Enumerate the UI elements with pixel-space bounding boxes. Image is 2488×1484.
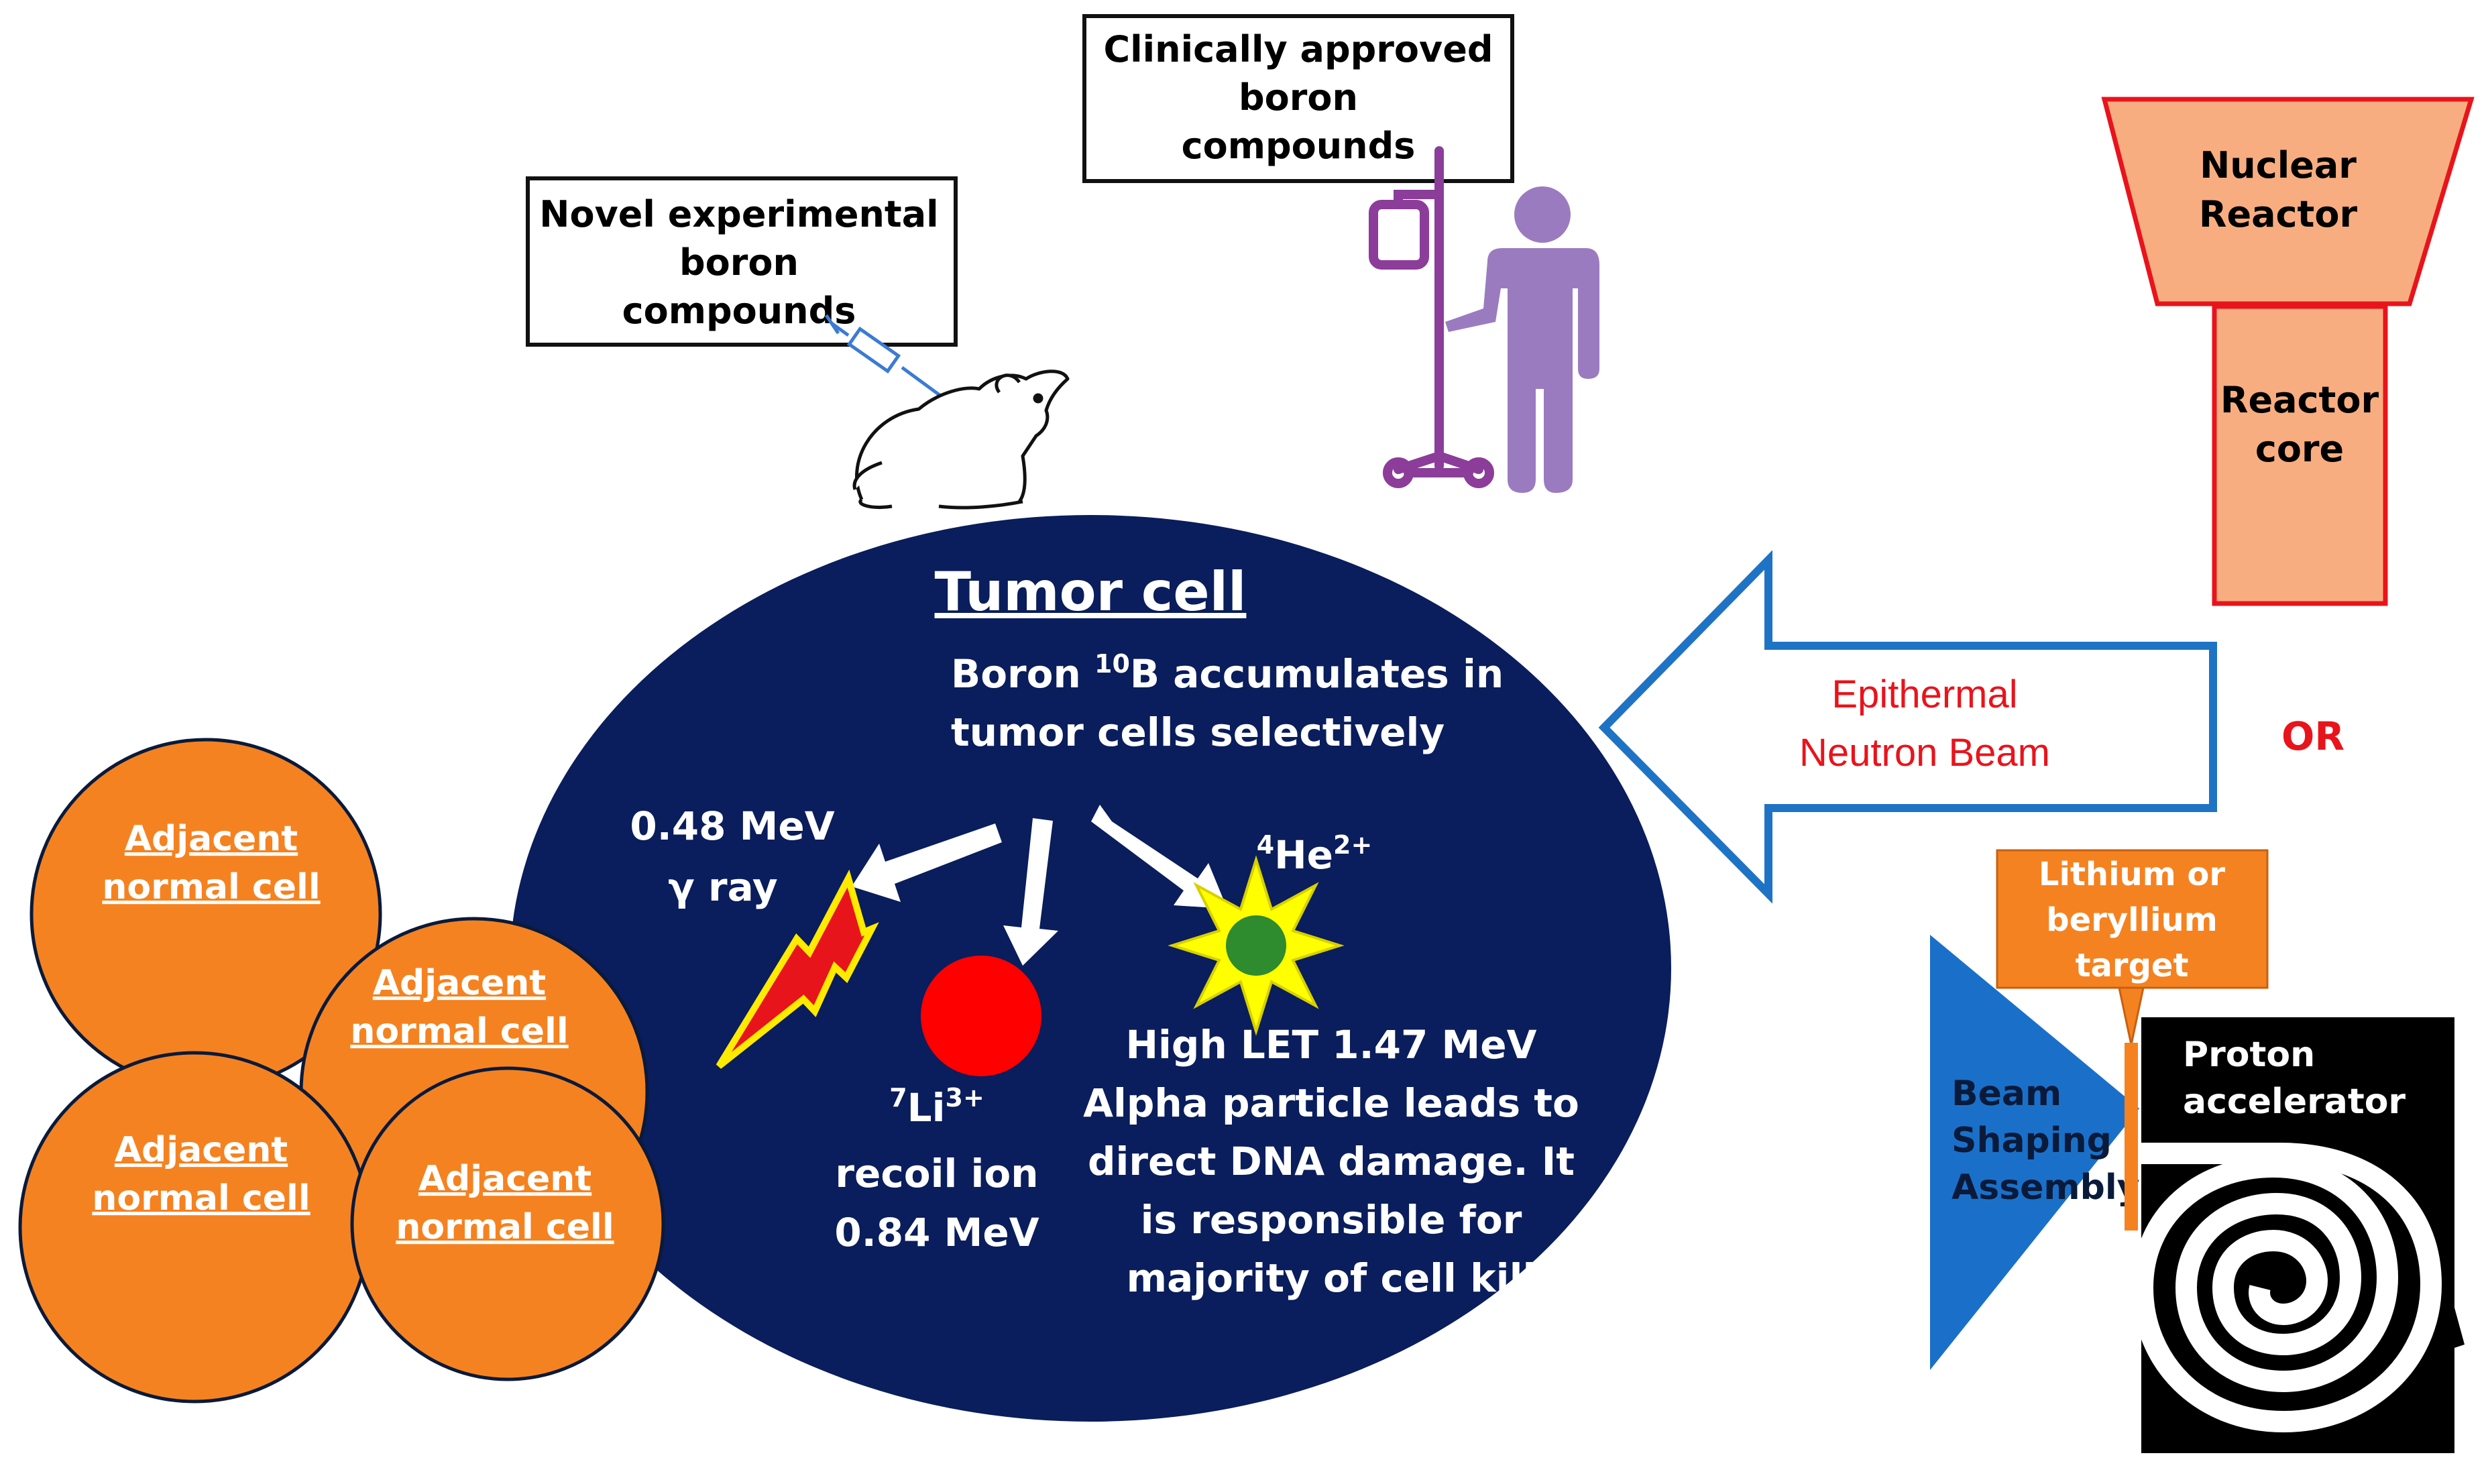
svg-text:Adjacent: Adjacent [125,819,298,859]
tumor-line-1: Boron 10B accumulates in [951,649,1504,697]
reactor-top-line-1: Nuclear [2200,144,2357,186]
svg-text:Adjacent: Adjacent [373,963,546,1003]
lithium-line-2: recoil ion [835,1151,1038,1196]
clinical-line-1: Clinically approved [1103,28,1493,70]
svg-text:target: target [2076,947,2189,984]
iv-pole-icon [1369,146,1494,488]
tumor-cell: Tumor cell Boron 10B accumulates in tumo… [510,515,1671,1422]
alpha-description: High LET 1.47 MeV Alpha particle leads t… [1083,1022,1579,1301]
normal-cell-1: Adjacent normal cell [30,738,382,1090]
spiral-icon [2131,1143,2442,1433]
reactor-top-line-2: Reactor [2199,193,2358,235]
clinical-line-3: compounds [1182,125,1416,167]
svg-text:normal cell: normal cell [92,1178,310,1218]
novel-compounds-box: Novel experimental boron compounds [526,176,958,347]
reactor-core-line-1: Reactor [2220,379,2379,421]
normal-cell-3: Adjacent normal cell [18,1051,371,1404]
alpha-line-2: Alpha particle leads to [1083,1080,1579,1126]
lithium-line-3: 0.84 MeV [834,1210,1039,1255]
helium-symbol: 4He2+ [1257,830,1373,878]
svg-text:Beam: Beam [1952,1074,2061,1114]
alpha-particle-icon [1168,855,1345,1036]
alpha-line-5: majority of cell kill [1127,1255,1536,1301]
mouse-icon [852,369,1070,510]
svg-text:Adjacent: Adjacent [115,1130,288,1170]
novel-line-1: Novel experimental [539,193,938,235]
gamma-energy: 0.48 MeV [630,803,834,849]
alpha-line-3: direct DNA damage. It [1088,1139,1575,1184]
reactor-core: Reactor core [2212,304,2388,606]
novel-line-2: boron [679,241,799,284]
lithium-ion-icon [921,956,1041,1076]
syringe-icon [824,314,944,399]
gamma-label: γ ray [668,864,777,910]
svg-text:Adjacent: Adjacent [418,1159,591,1199]
reaction-arrows [852,805,1227,966]
arrow-to-helium [1091,805,1227,909]
svg-text:Lithium or: Lithium or [2039,856,2225,893]
gamma-ray-icon [716,869,879,1069]
patient-icon [1445,186,1599,493]
or-label: OR [2281,714,2344,759]
normal-cell-4: Adjacent normal cell [350,1066,665,1381]
clinical-line-2: boron [1239,76,1358,119]
beam-label-line-2: Neutron Beam [1799,731,2050,775]
alpha-line-4: is responsible for [1141,1197,1522,1243]
arrow-to-gamma [852,823,1002,902]
svg-text:normal cell: normal cell [396,1207,614,1247]
svg-text:normal cell: normal cell [102,867,320,907]
alpha-line-1: High LET 1.47 MeV [1126,1022,1537,1068]
lithium-target: Lithium or beryllium target [1996,849,2269,1231]
beam-label-line-1: Epithermal [1831,673,2017,716]
novel-line-3: compounds [622,290,856,332]
svg-text:Proton: Proton [2183,1035,2315,1075]
beam-shaping-assembly: Beam Shaping Assembly [1930,935,2140,1370]
lithium-symbol: 7Li3+ [889,1083,984,1131]
neutron-beam-arrow: Epithermal Neutron Beam [1598,550,2217,904]
nuclear-reactor: Nuclear Reactor [2101,97,2475,306]
tumor-title: Tumor cell [935,561,1247,623]
clinical-compounds-box: Clinically approved boron compounds [1082,14,1514,183]
svg-text:accelerator: accelerator [2183,1082,2406,1122]
svg-text:Assembly: Assembly [1952,1167,2140,1208]
arrow-to-lithium [1003,818,1058,966]
svg-text:Shaping: Shaping [1952,1121,2112,1161]
tumor-line-2: tumor cells selectively [951,709,1445,755]
proton-accelerator: Proton accelerator [2131,1017,2465,1453]
reactor-core-line-2: core [2255,428,2344,470]
svg-text:normal cell: normal cell [350,1011,568,1051]
svg-text:beryllium: beryllium [2046,901,2217,939]
